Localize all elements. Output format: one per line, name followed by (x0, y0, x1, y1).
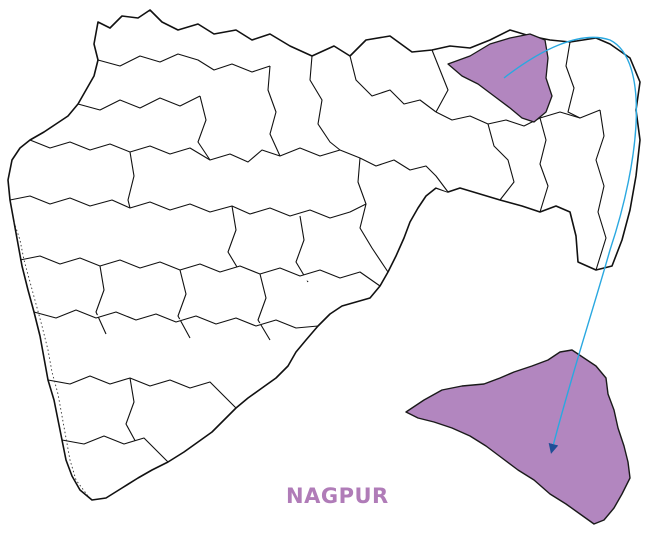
district-boundary (295, 215, 309, 283)
district-boundary (565, 41, 581, 119)
district-boundary (267, 65, 281, 157)
district-boundary (257, 273, 271, 341)
district-boundary (595, 109, 607, 271)
district-label: NAGPUR (286, 484, 389, 508)
district-boundary (29, 139, 211, 161)
district-boundary (95, 265, 107, 335)
state-outline (7, 9, 641, 501)
nagpur-district-highlight (447, 33, 553, 123)
district-boundary (9, 195, 367, 219)
district-boundary (127, 151, 135, 209)
nagpur-district-enlarged (405, 349, 631, 525)
district-boundary (539, 117, 549, 213)
district-boundary (349, 55, 437, 113)
district-boundary (33, 309, 319, 329)
district-boundary (61, 435, 169, 463)
district-boundary (77, 95, 201, 111)
district-boundary (487, 123, 515, 201)
district-boundary (125, 377, 139, 447)
district-boundary (359, 157, 449, 193)
district-boundary (97, 53, 271, 73)
district-boundary (357, 157, 389, 273)
district-boundary (431, 49, 449, 113)
district-boundary (309, 55, 341, 151)
district-boundary (227, 205, 241, 273)
district-boundary (47, 375, 237, 409)
district-boundaries (9, 41, 607, 463)
callout-arrow (503, 36, 638, 454)
district-boundary (197, 95, 361, 163)
district-boundary (177, 269, 191, 339)
district-boundary (435, 109, 601, 127)
coastline-detail (13, 221, 89, 497)
district-boundary (19, 255, 381, 287)
